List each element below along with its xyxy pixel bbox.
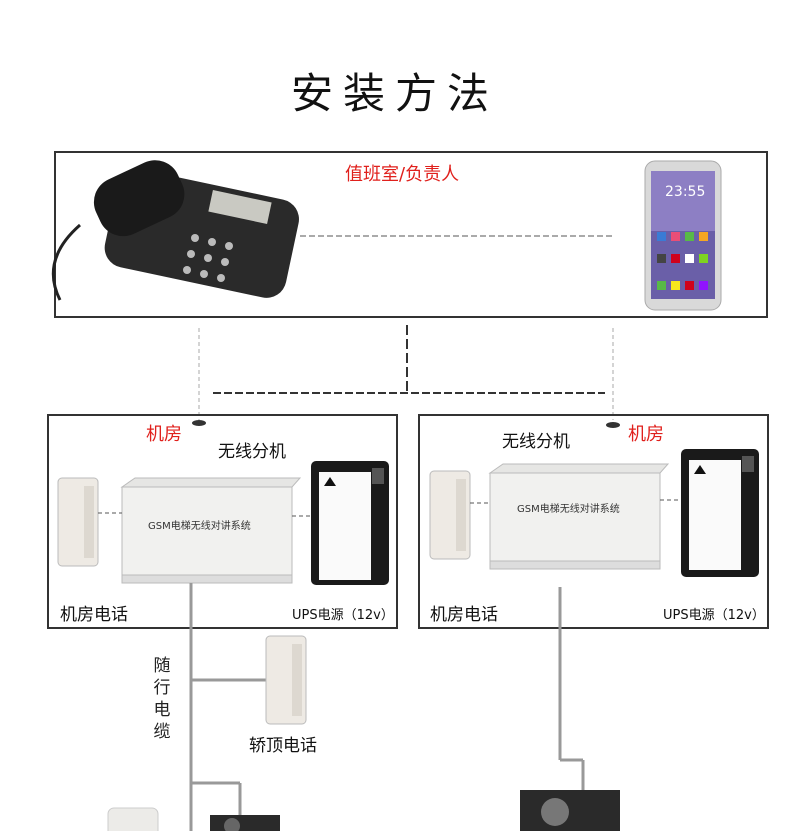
desk-phone-device <box>53 152 302 302</box>
right-car-intercom-device <box>520 790 620 831</box>
duty-room-label: 值班室/负责人 <box>345 160 459 186</box>
left-car-speaker-device <box>108 808 158 831</box>
car-top-phone-device <box>266 636 306 724</box>
left-ups-label: UPS电源（12v） <box>292 604 394 623</box>
right-room-phone-device <box>430 471 470 559</box>
right-unit-label: 无线分机 <box>502 427 570 452</box>
right-ups-device <box>681 449 759 577</box>
right-ups-label: UPS电源（12v） <box>663 604 765 623</box>
phone-clock: 23:55 <box>665 184 705 200</box>
left-unit-label: 无线分机 <box>218 437 286 462</box>
left-room-phone-label: 机房电话 <box>60 600 128 625</box>
left-antenna-base <box>192 420 206 426</box>
left-gsm-text: GSM电梯无线对讲系统 <box>148 517 251 532</box>
right-room-label: 机房 <box>628 420 664 446</box>
left-car-intercom-device <box>210 815 280 831</box>
left-ups-device <box>311 461 389 585</box>
cable-label: 随行电缆 <box>152 655 172 743</box>
right-room-phone-label: 机房电话 <box>430 600 498 625</box>
left-room-label: 机房 <box>146 420 182 446</box>
car-top-phone-label: 轿顶电话 <box>249 731 317 756</box>
right-gsm-text: GSM电梯无线对讲系统 <box>517 500 620 515</box>
left-room-phone-device <box>58 478 98 566</box>
right-antenna-base <box>606 422 620 428</box>
right-gsm-unit <box>490 464 668 569</box>
